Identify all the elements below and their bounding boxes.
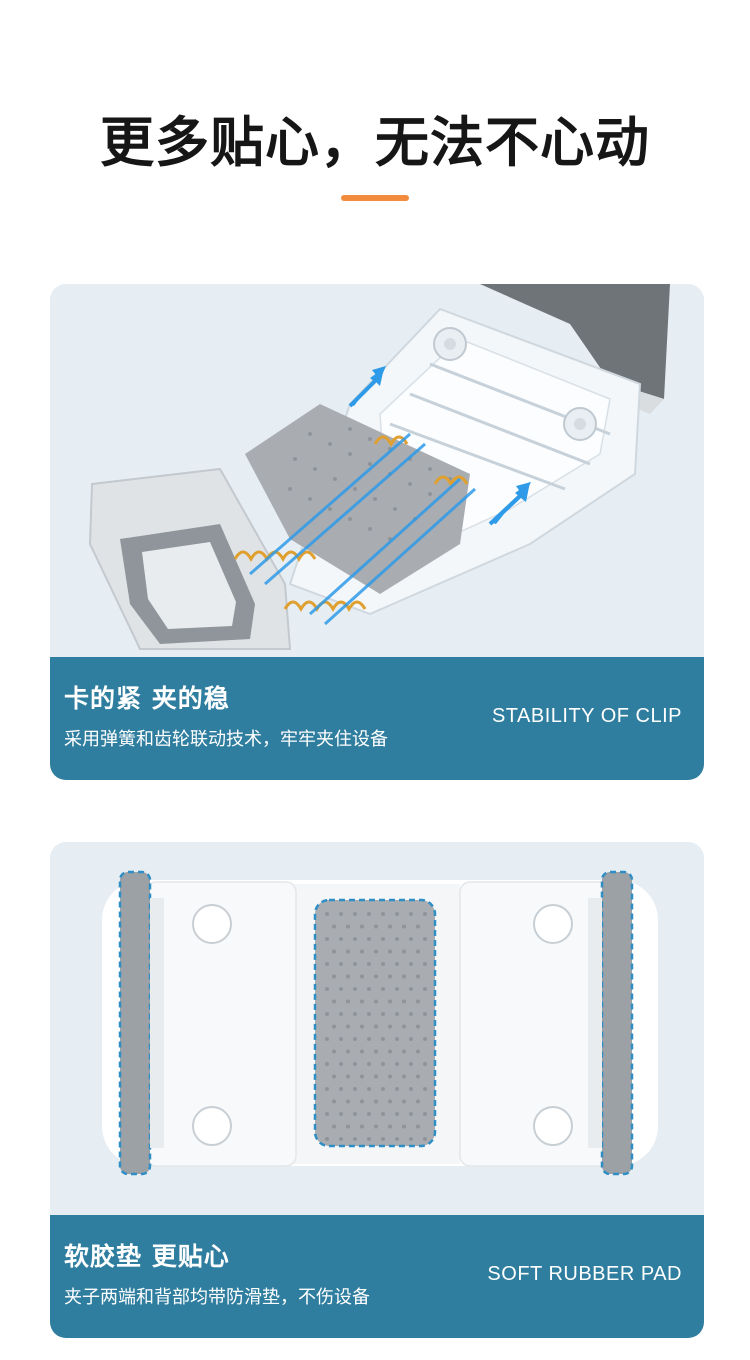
feature-english-label: STABILITY OF CLIP <box>491 705 682 727</box>
headline-accent-bar <box>341 195 409 201</box>
feature-english-label: SOFT RUBBER PAD <box>487 1263 682 1285</box>
feature-card-clip: 卡的紧 夹的稳 采用弹簧和齿轮联动技术，牢牢夹住设备 STABILITY OF … <box>50 284 704 780</box>
feature-caption-rubber-pad: 软胶垫 更贴心 夹子两端和背部均带防滑垫，不伤设备 SOFT RUBBER PA… <box>50 1215 704 1338</box>
clip-mechanism-illustration <box>50 284 704 654</box>
feature-title: 软胶垫 更贴心 <box>64 1242 230 1271</box>
page-headline: 更多贴心，无法不心动 <box>100 111 650 174</box>
rubber-pad-illustration <box>50 842 704 1212</box>
feature-description: 采用弹簧和齿轮联动技术，牢牢夹住设备 <box>64 729 388 750</box>
feature-caption-clip: 卡的紧 夹的稳 采用弹簧和齿轮联动技术，牢牢夹住设备 STABILITY OF … <box>50 657 704 780</box>
feature-card-rubber-pad: 软胶垫 更贴心 夹子两端和背部均带防滑垫，不伤设备 SOFT RUBBER PA… <box>50 842 704 1338</box>
feature-description: 夹子两端和背部均带防滑垫，不伤设备 <box>64 1287 370 1308</box>
feature-title: 卡的紧 夹的稳 <box>64 684 230 713</box>
